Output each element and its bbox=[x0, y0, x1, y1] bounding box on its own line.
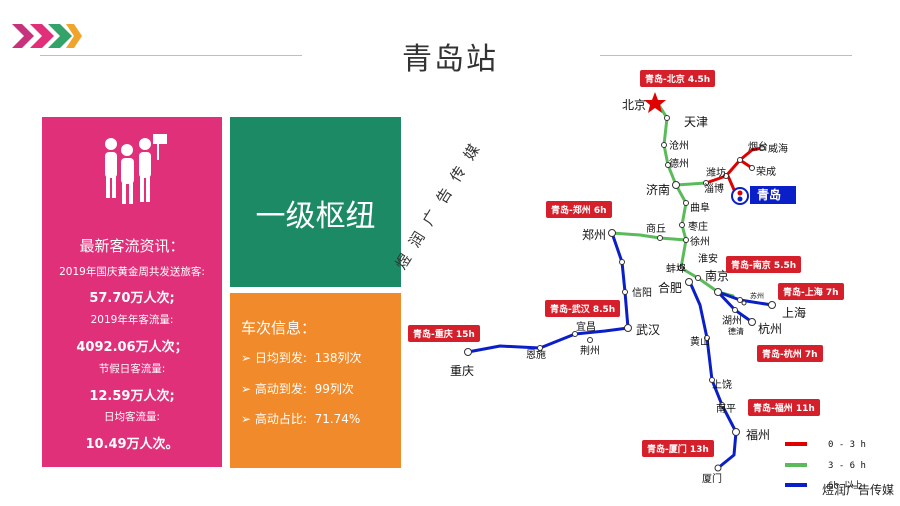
chevron-logo-icon bbox=[12, 24, 82, 48]
city-label: 湖州 bbox=[722, 315, 742, 327]
route-badge: 青岛-北京 4.5h bbox=[640, 70, 716, 87]
crowd-icon bbox=[105, 134, 167, 204]
route-badge: 青岛-福州 11h bbox=[748, 399, 820, 416]
watermark-corner: 煜润广告传媒 bbox=[821, 483, 894, 497]
route-wuhan-chongqing bbox=[466, 326, 630, 354]
hub-level-panel: 一级枢纽 bbox=[230, 117, 401, 287]
train-info-row: ➢ 高动占比: 71.74% bbox=[241, 412, 361, 426]
city-label: 威海 bbox=[768, 142, 788, 155]
passenger-flow-panel: 最新客流资讯： 2019年国庆黄金周共发送旅客: 57.70万人次; 2019年… bbox=[42, 117, 222, 467]
city-label: 合肥 bbox=[658, 280, 682, 295]
page-title: 青岛站 bbox=[402, 42, 498, 77]
city-label: 南京 bbox=[705, 268, 729, 283]
city-label: 杭州 bbox=[758, 321, 782, 336]
city-label: 淮安 bbox=[698, 252, 718, 265]
train-info-label: 高动占比: bbox=[254, 412, 307, 426]
city-label: 上海 bbox=[782, 305, 806, 320]
train-info-label: 高动到发: bbox=[254, 382, 307, 396]
route-hefei-xiamen bbox=[687, 278, 738, 470]
city-label: 信阳 bbox=[632, 287, 652, 299]
stat-label: 2019年年客流量: bbox=[90, 314, 174, 326]
city-label: 德清 bbox=[728, 326, 744, 336]
route-badge: 青岛-重庆 15h bbox=[408, 325, 480, 342]
city-label: 福州 bbox=[746, 427, 770, 442]
hub-level-text: 一级枢纽 bbox=[255, 199, 376, 234]
train-info-value: 71.74% bbox=[314, 412, 361, 426]
route-badge: 青岛-郑州 6h bbox=[546, 201, 612, 218]
stat-label: 2019年国庆黄金周共发送旅客: bbox=[59, 266, 205, 278]
city-label: 济南 bbox=[646, 182, 670, 197]
route-badge: 青岛-厦门 13h bbox=[642, 440, 714, 457]
city-label: 枣庄 bbox=[688, 220, 708, 233]
stat-value: 12.59万人次; bbox=[89, 389, 175, 404]
route-zhengzhou-wuhan bbox=[610, 231, 630, 330]
title-rule-right bbox=[600, 55, 852, 56]
city-label: 潍坊 bbox=[706, 166, 726, 179]
route-badge: 青岛-南京 5.5h bbox=[726, 256, 802, 273]
stat-label: 日均客流量: bbox=[103, 411, 161, 423]
train-info-row: ➢ 高动到发: 99列次 bbox=[241, 382, 354, 396]
city-label: 黄山 bbox=[690, 335, 710, 348]
route-badge: 青岛-武汉 8.5h bbox=[545, 300, 621, 317]
route-badge: 青岛-上海 7h bbox=[778, 283, 844, 300]
passenger-flow-heading: 最新客流资讯： bbox=[79, 237, 185, 255]
title-rule-left bbox=[40, 55, 302, 56]
city-label: 恩施 bbox=[526, 348, 546, 361]
station-markers bbox=[464, 115, 776, 472]
train-info-value: 138列次 bbox=[314, 351, 362, 365]
city-label: 天津 bbox=[684, 115, 708, 129]
stat-label: 节假日客流量: bbox=[98, 363, 166, 375]
city-label: 北京 bbox=[622, 98, 646, 112]
train-info-label: 日均到发: bbox=[254, 351, 307, 365]
city-label: 烟台 bbox=[748, 140, 768, 153]
beijing-star-icon bbox=[644, 92, 666, 113]
city-label: 徐州 bbox=[690, 235, 710, 248]
city-label: 上饶 bbox=[712, 378, 732, 391]
city-label: 南平 bbox=[716, 402, 736, 415]
train-info-row: ➢ 日均到发: 138列次 bbox=[241, 351, 362, 365]
stat-value: 57.70万人次; bbox=[89, 291, 175, 306]
train-info-heading: 车次信息： bbox=[241, 319, 317, 337]
route-badge: 青岛-杭州 7h bbox=[757, 345, 823, 362]
route-zhengzhou-xuzhou bbox=[610, 231, 688, 242]
city-label: 德州 bbox=[669, 157, 689, 170]
qingdao-marker-icon bbox=[731, 186, 796, 205]
route-jinan-zibo bbox=[674, 181, 708, 187]
city-label: 蚌埠 bbox=[666, 262, 686, 275]
city-label: 商丘 bbox=[646, 222, 666, 235]
legend-label: 6h 以上 bbox=[828, 480, 862, 491]
train-info-panel: 车次信息： ➢ 日均到发: 138列次 ➢ 高动到发: 99列次 ➢ 高动占比:… bbox=[230, 293, 401, 468]
city-label-qingdao: 青岛 bbox=[757, 187, 781, 202]
legend-label: 3 - 6 h bbox=[828, 461, 866, 471]
city-label: 宜昌 bbox=[576, 320, 596, 333]
city-label: 沧州 bbox=[669, 139, 689, 152]
train-info-value: 99列次 bbox=[314, 382, 354, 396]
stat-value: 4092.06万人次； bbox=[76, 340, 188, 355]
city-label: 郑州 bbox=[582, 227, 606, 242]
city-label: 荣成 bbox=[756, 166, 776, 178]
city-label: 苏州 bbox=[750, 291, 764, 300]
city-label: 曲阜 bbox=[690, 201, 710, 214]
legend: 0 - 3 h 3 - 6 h 6h 以上 bbox=[785, 440, 866, 491]
city-label: 荆州 bbox=[580, 344, 600, 357]
legend-label: 0 - 3 h bbox=[828, 440, 866, 450]
city-label: 武汉 bbox=[636, 323, 660, 337]
city-label: 厦门 bbox=[702, 472, 722, 485]
stat-value: 10.49万人次。 bbox=[85, 437, 179, 452]
city-label: 淄博 bbox=[704, 182, 724, 195]
city-label: 重庆 bbox=[450, 364, 474, 378]
